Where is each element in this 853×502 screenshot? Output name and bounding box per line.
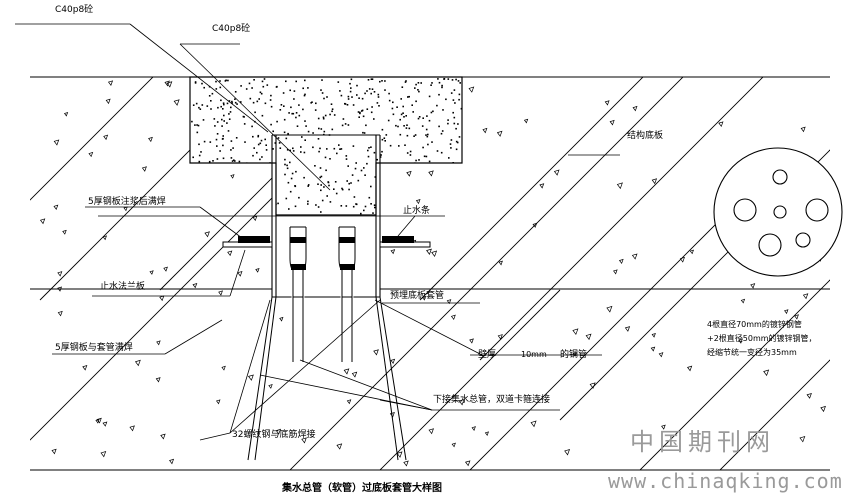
leader-lines [15, 23, 620, 441]
label-embedded-sleeve: 预埋底板套管 [390, 289, 444, 301]
watermark: 中国期刊网 www.chinaqking.com [608, 428, 843, 493]
watermark-cn: 中国期刊网 [630, 428, 775, 456]
note-line-2: +2根直径50mm的镀锌钢管， [707, 333, 817, 343]
label-main-pipe-connect: 下接集水总管，双道卡箍连接 [433, 393, 550, 405]
drawing-labels: C40p8砼 C40p8砼 结构底板 5厚钢板注浆后满焊 止水条 止水法兰板 预… [55, 3, 817, 494]
water-stop-flange [222, 236, 431, 248]
pipes [289, 226, 356, 362]
caption-title: 集水总管（软管）过底板套管大样图 [281, 481, 442, 494]
slab-outline [30, 76, 830, 471]
label-steel-plate-grout: 5厚钢板注浆后满焊 [88, 195, 166, 207]
note-line-3: 经缩节统一变径为35mm [707, 347, 797, 357]
label-wall-value: 10mm [521, 350, 547, 359]
label-structural-slab: 结构底板 [627, 129, 663, 141]
rebar-lines [247, 296, 407, 461]
label-water-stop-strip: 止水条 [403, 204, 430, 216]
label-water-stop-flange: 止水法兰板 [100, 280, 145, 292]
label-concrete-top: C40p8砼 [55, 3, 93, 15]
note-line-1: 4根直径70mm的镀锌钢管 [707, 319, 802, 329]
watermark-url: www.chinaqking.com [608, 469, 843, 493]
label-wall-thickness: 壁厚 [478, 348, 496, 360]
concrete-block [189, 76, 463, 216]
label-steel-plate-sleeve-weld: 5厚钢板与套管满焊 [55, 341, 133, 353]
label-rebar-weld: 32螺纹钢与底筋焊接 [232, 428, 315, 440]
label-steel-pipe: 的钢管 [560, 348, 587, 360]
pipe-clamps [290, 237, 355, 270]
aggregate-marks [39, 80, 826, 467]
pipe-cross-section [713, 147, 843, 277]
label-concrete-mid: C40p8砼 [212, 22, 250, 34]
